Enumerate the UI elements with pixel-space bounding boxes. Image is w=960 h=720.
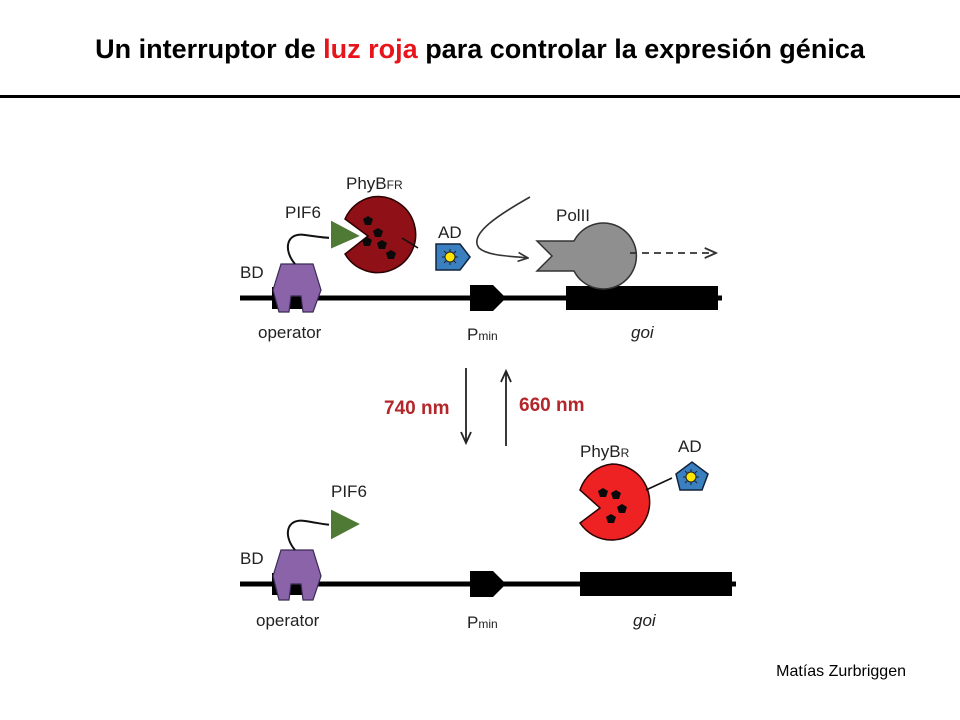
pmin-promoter-top [470, 285, 506, 311]
pmin-label-top: Pmin [467, 325, 498, 344]
ad-sun-icon-bottom [683, 469, 699, 485]
title-text-before: Un interruptor de [95, 34, 316, 64]
chromophore-dots-bottom [598, 488, 627, 523]
wavelength-740-label: 740 nm [384, 398, 449, 419]
phyb-r-pacman [578, 463, 651, 541]
goi-label-top: goi [631, 323, 655, 342]
pmin-label-bottom: Pmin [467, 613, 498, 632]
chromophore-dots-top [362, 216, 396, 259]
goi-gene-bottom [580, 572, 732, 596]
pif6-label-top: PIF6 [285, 203, 321, 222]
slide-title: Un interruptor de luz roja para controla… [0, 34, 960, 65]
top-panel: PhyBFR PIF6 AD PolII BD operator Pmin go… [240, 174, 722, 344]
down-arrowhead [460, 431, 472, 446]
title-text-after: para controlar la expresión génica [425, 34, 865, 64]
transcription-recruit-arrow [476, 196, 531, 258]
bd-label-bottom: BD [240, 549, 264, 568]
linker-bottom [286, 519, 335, 551]
bd-label-top: BD [240, 263, 264, 282]
linker-top [286, 233, 334, 265]
bd-binding-domain-bottom [272, 549, 322, 601]
polii-label: PolII [556, 206, 590, 225]
ad-label-bottom: AD [678, 437, 702, 456]
wavelength-660-label: 660 nm [519, 395, 584, 416]
phyb-ad-linker-top [401, 237, 419, 249]
pmin-promoter-bottom [470, 571, 506, 597]
author-credit: Matías Zurbriggen [776, 663, 906, 680]
goi-label-bottom: goi [633, 611, 657, 630]
pif6-triangle-top [329, 217, 365, 252]
light-switch: 740 nm 660 nm [384, 368, 584, 446]
goi-gene-top [566, 286, 718, 310]
phyb-ad-linker-bottom [645, 477, 673, 491]
title-highlight: luz roja [323, 34, 418, 64]
polii-enzyme [535, 222, 638, 290]
title-divider [0, 95, 960, 98]
operator-label-bottom: operator [256, 611, 320, 630]
bottom-panel: PhyBR AD PIF6 BD operator Pmin goi [240, 437, 736, 632]
ad-label-top: AD [438, 223, 462, 242]
bd-binding-domain-top [272, 263, 322, 313]
phyb-r-label: PhyBR [580, 442, 630, 461]
pif6-label-bottom: PIF6 [331, 482, 367, 501]
operator-label-top: operator [258, 323, 322, 342]
ad-sun-icon-top [442, 249, 458, 265]
phyb-fr-label: PhyBFR [346, 174, 403, 193]
up-arrowhead [500, 368, 512, 383]
pif6-triangle-bottom [329, 506, 365, 543]
